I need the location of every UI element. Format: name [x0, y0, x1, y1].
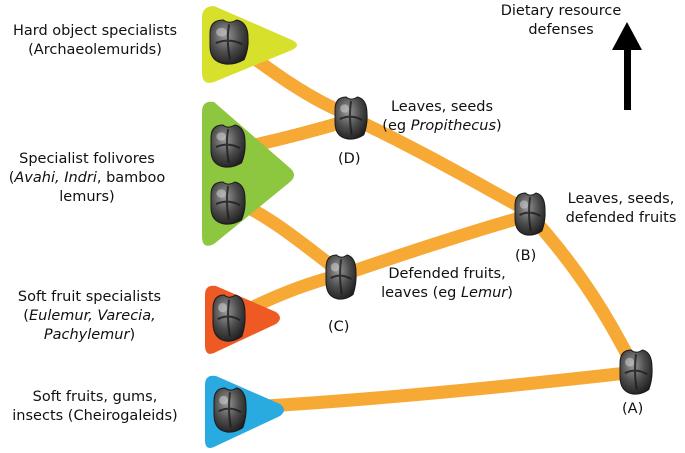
tooth-folivore-upper-icon — [210, 124, 246, 168]
specialist-folivores-label: Specialist folivores (Avahi, Indri, bamb… — [8, 151, 166, 205]
tooth-soft-fruits-gums-icon — [213, 387, 247, 433]
node-label-b: (B) — [515, 248, 537, 264]
dietary-resource-arrow — [612, 22, 642, 110]
tooth-folivore-lower-icon — [210, 181, 246, 225]
arrow-label: Dietary resource defenses — [500, 3, 622, 38]
tooth-node-b-icon — [514, 192, 546, 236]
node-c-diet: Defended fruits, leaves (eg Lemur) — [381, 266, 513, 301]
tooth-soft-fruit-icon — [212, 294, 246, 342]
tooth-node-d-icon — [334, 96, 368, 140]
tooth-node-a-icon — [619, 349, 653, 395]
tooth-node-c-icon — [325, 254, 357, 300]
branch-c-to-b — [335, 208, 537, 282]
node-label-c: (C) — [328, 319, 350, 335]
node-label-a: (A) — [622, 401, 644, 417]
hard-object-label: Hard object specialists (Archaeolemurids… — [12, 23, 178, 58]
soft-fruits-gums-label: Soft fruits, gums, insects (Cheirogaleid… — [12, 389, 178, 424]
branch-b-to-a — [523, 208, 643, 379]
branch-gums-to-a — [225, 365, 643, 415]
node-label-d: (D) — [338, 151, 361, 167]
node-d-diet: Leaves, seeds (eg Propithecus) — [382, 99, 502, 134]
tooth-hard-object-icon — [209, 19, 249, 65]
node-b-diet: Leaves, seeds, defended fruits — [565, 191, 677, 226]
soft-fruit-label: Soft fruit specialists (Eulemur, Varecia… — [17, 289, 162, 343]
branch-d-to-b — [345, 111, 537, 219]
